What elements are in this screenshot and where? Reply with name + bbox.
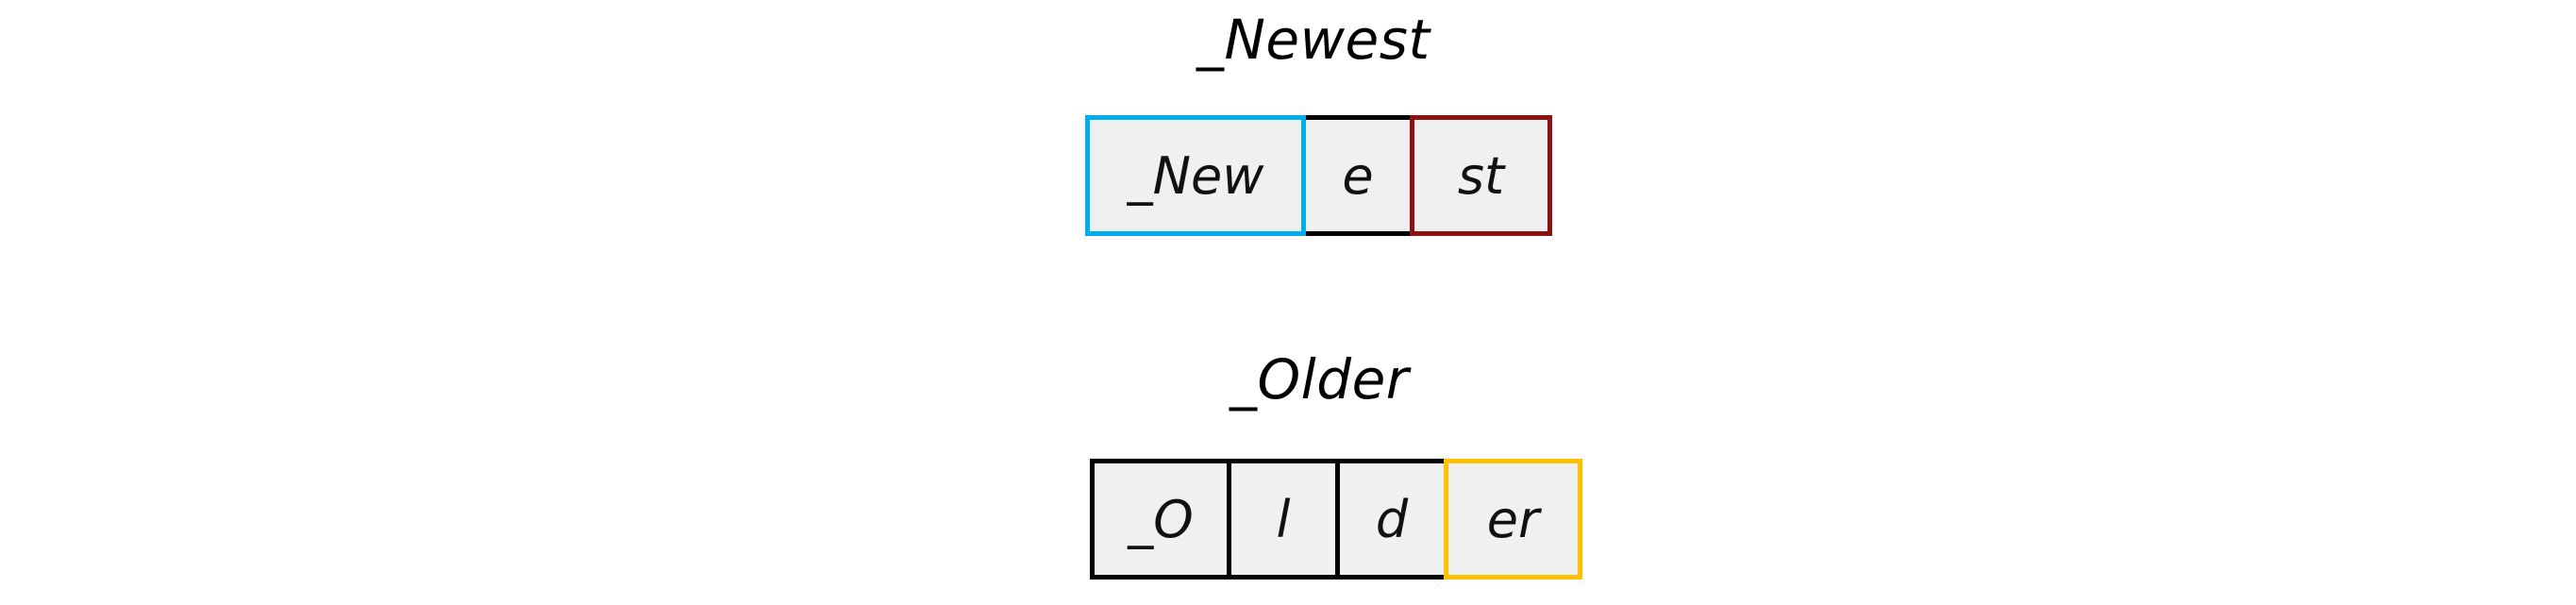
- word-label-older: _Older: [1229, 347, 1410, 412]
- token-text: _O: [1128, 489, 1194, 549]
- token-text: e: [1342, 145, 1374, 206]
- token-cell-er[interactable]: er: [1444, 459, 1582, 580]
- word-label-newest: _Newest: [1196, 8, 1430, 72]
- token-cell-d[interactable]: d: [1335, 459, 1448, 580]
- token-row-older: _O l d er: [1090, 459, 1582, 580]
- token-text: l: [1276, 489, 1291, 549]
- token-cell-e[interactable]: e: [1301, 115, 1414, 236]
- token-text: _New: [1127, 145, 1264, 206]
- token-cell-st[interactable]: st: [1410, 115, 1552, 236]
- token-text: st: [1457, 145, 1505, 206]
- token-text: er: [1486, 489, 1540, 549]
- token-cell-o[interactable]: _O: [1090, 459, 1231, 580]
- token-group-newest: _Newest _New e st: [0, 0, 2576, 283]
- token-text: d: [1375, 489, 1409, 549]
- token-cell-new[interactable]: _New: [1085, 115, 1306, 236]
- token-row-newest: _New e st: [1085, 115, 1552, 236]
- token-cell-l[interactable]: l: [1227, 459, 1340, 580]
